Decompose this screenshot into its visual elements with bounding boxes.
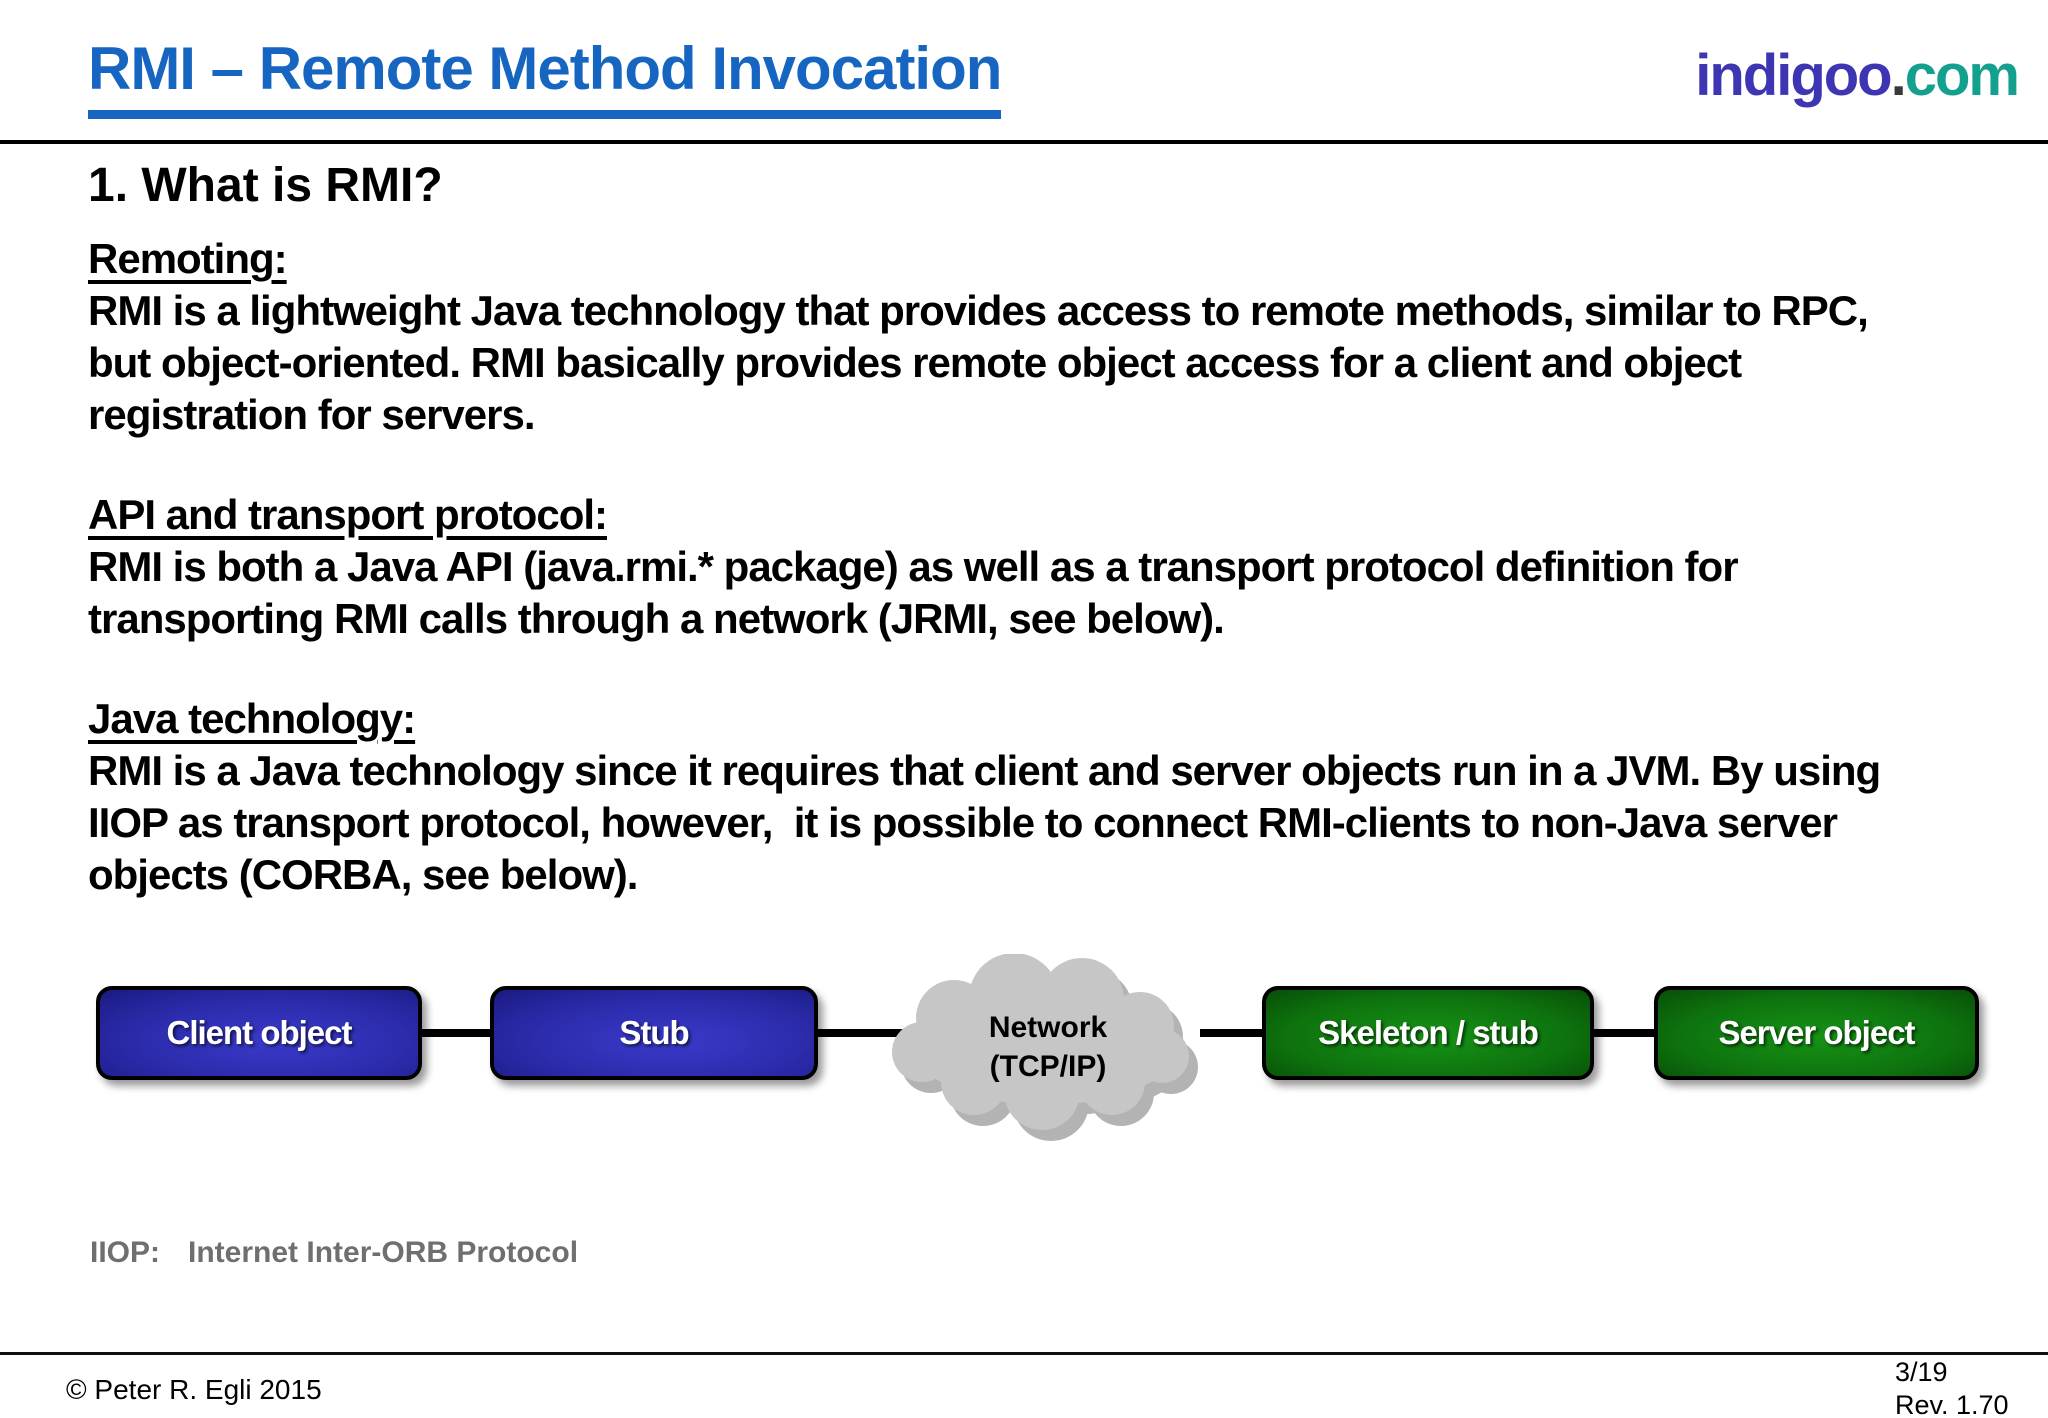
node-label: Stub [619, 1014, 689, 1051]
network-cloud: Network (TCP/IP) [876, 954, 1220, 1150]
connector-line [1592, 1029, 1656, 1037]
copyright-text: © Peter R. Egli 2015 [66, 1374, 322, 1405]
subsection-title: Java technology: [88, 695, 416, 742]
body-text-line: RMI is a Java technology since it requir… [88, 747, 1881, 794]
diagram-node-stub: Stub [490, 986, 818, 1080]
logo-name: indigoo [1695, 43, 1892, 108]
page-info: 3/19 Rev. 1.70 [1895, 1356, 2009, 1418]
section-remoting: Remoting: RMI is a lightweight Java tech… [88, 233, 2008, 441]
body-text-line: but object-oriented. RMI basically provi… [88, 339, 1742, 386]
body-text-line: RMI is a lightweight Java technology tha… [88, 287, 1869, 334]
footer-divider [0, 1352, 2048, 1355]
footnote-text: Internet Inter-ORB Protocol [188, 1236, 579, 1269]
connector-line [420, 1029, 492, 1037]
connector-line [1200, 1029, 1264, 1037]
revision-number: Rev. 1.70 [1895, 1390, 2009, 1418]
page-title: RMI – Remote Method Invocation [88, 34, 1002, 119]
rmi-architecture-diagram: Client object Stub [0, 954, 2048, 1170]
body-text-line: objects (CORBA, see below). [88, 851, 638, 898]
diagram-node-skeleton-stub: Skeleton / stub [1262, 986, 1594, 1080]
page-number: 3/19 [1895, 1357, 1948, 1387]
cloud-icon [892, 954, 1198, 1141]
subsection-title: API and transport protocol: [88, 491, 608, 538]
section-heading: 1. What is RMI? [88, 159, 443, 212]
cloud-label-line1: Network [988, 1011, 1108, 1044]
body-text-line: transporting RMI calls through a network… [88, 595, 1225, 642]
footnote-abbr: IIOP: [90, 1236, 161, 1269]
body-text-line: RMI is both a Java API (java.rmi.* packa… [88, 543, 1739, 590]
node-label: Skeleton / stub [1318, 1014, 1539, 1051]
logo-tld: com [1904, 43, 2020, 108]
connector-line [816, 1029, 906, 1037]
diagram-node-client-object: Client object [96, 986, 422, 1080]
diagram-node-server-object: Server object [1654, 986, 1979, 1080]
body-text-line: registration for servers. [88, 391, 536, 438]
section-api-transport: API and transport protocol: RMI is both … [88, 489, 2008, 645]
subsection-title: Remoting: [88, 235, 288, 282]
cloud-label: Network (TCP/IP) [876, 954, 1220, 1140]
body-text-line: IIOP as transport protocol, however, it … [88, 799, 1838, 846]
cloud-label-line2: (TCP/IP) [989, 1050, 1107, 1083]
footnote: IIOP: Internet Inter-ORB Protocol [90, 1236, 578, 1270]
node-label: Server object [1718, 1014, 1915, 1051]
node-label: Client object [166, 1014, 352, 1051]
section-java-technology: Java technology: RMI is a Java technolog… [88, 693, 2008, 901]
logo: indigoo.com [1695, 42, 2020, 109]
logo-dot: . [1890, 43, 1907, 108]
header-divider [0, 140, 2048, 144]
slide-body: 1. What is RMI? Remoting: RMI is a light… [88, 152, 2008, 949]
